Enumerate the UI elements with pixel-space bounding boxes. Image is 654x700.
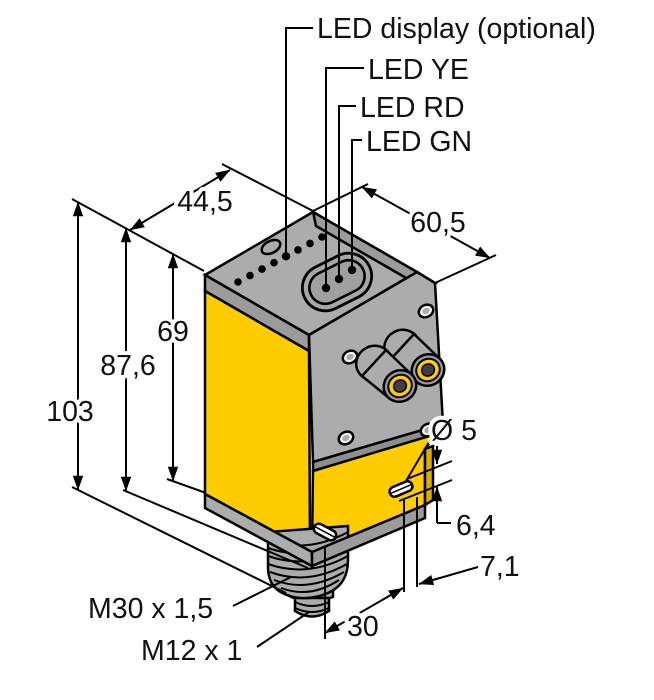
leader-led-rd xyxy=(338,105,356,275)
led-yellow-dot xyxy=(321,283,331,293)
lens-aperture xyxy=(420,363,436,377)
text-labels: LED display (optional) LED YE LED RD LED… xyxy=(42,13,596,667)
screw-center xyxy=(342,434,350,442)
extension-line-69 xyxy=(166,478,207,494)
dim-housing-height-label: 69 xyxy=(157,316,189,348)
led-green-dot xyxy=(347,265,357,275)
top-oval-window xyxy=(260,238,282,256)
extension-line-60-right xyxy=(434,254,497,284)
extension-line-87 xyxy=(122,489,309,569)
dim-line-60 xyxy=(361,186,491,259)
leader-led-display xyxy=(285,27,313,252)
dim-hole-diameter-label: Ø 5 xyxy=(431,415,477,447)
led-display-dot xyxy=(281,252,291,261)
extension-line-64-top xyxy=(406,460,453,480)
led-red-dot xyxy=(334,274,344,284)
dim-thread-diameter-label: 30 xyxy=(347,611,379,643)
dim-flange-height-label: 87,6 xyxy=(100,350,155,382)
led-display-dot-row xyxy=(234,233,326,286)
extension-line-60-left xyxy=(312,183,369,212)
led-rd-label: LED RD xyxy=(360,92,465,124)
screw-center xyxy=(346,353,354,361)
leader-71 xyxy=(418,566,479,586)
housing-right-edge-strip xyxy=(423,444,435,508)
dim-top-width-label: 44,5 xyxy=(177,186,232,218)
dim-hole-edge-label: 6,4 xyxy=(456,510,496,542)
m12-thread-label: M12 x 1 xyxy=(141,635,242,667)
dim-hole-side-label: 7,1 xyxy=(480,551,520,583)
m30-thread-label: M30 x 1,5 xyxy=(88,593,213,625)
flange-front-right xyxy=(310,503,427,568)
lens-aperture xyxy=(392,379,408,393)
led-leaders xyxy=(285,27,364,284)
mounting-slot xyxy=(312,522,338,542)
led-ye-label: LED YE xyxy=(368,54,469,86)
dimension-lines xyxy=(71,163,497,648)
head-bottom-chamfer xyxy=(311,422,445,473)
led-display-label: LED display (optional) xyxy=(317,13,596,45)
extension-line-64-bottom xyxy=(398,479,453,502)
leader-hole-diameter xyxy=(405,441,430,482)
screw-center xyxy=(422,307,430,315)
dim-line-30 xyxy=(324,587,404,634)
leader-m30 xyxy=(232,576,292,607)
led-gn-label: LED GN xyxy=(366,126,472,158)
leader-led-ye xyxy=(325,67,364,284)
leader-led-gn xyxy=(351,139,362,266)
dim-line-44 xyxy=(129,169,231,231)
extension-line-103 xyxy=(71,486,287,594)
mounting-slot xyxy=(388,480,414,498)
dim-top-depth-label: 60,5 xyxy=(410,207,465,239)
extension-line-44 xyxy=(221,163,314,212)
head-screws xyxy=(337,303,437,446)
extension-line-top xyxy=(71,198,205,272)
led-window xyxy=(300,251,374,313)
m12-thread-body xyxy=(293,596,331,618)
leader-m12 xyxy=(256,611,310,648)
sensor-body xyxy=(202,209,446,618)
lens-barrel-lower xyxy=(354,344,418,404)
screw-center xyxy=(424,426,432,434)
dim-total-height-label: 103 xyxy=(46,396,94,428)
